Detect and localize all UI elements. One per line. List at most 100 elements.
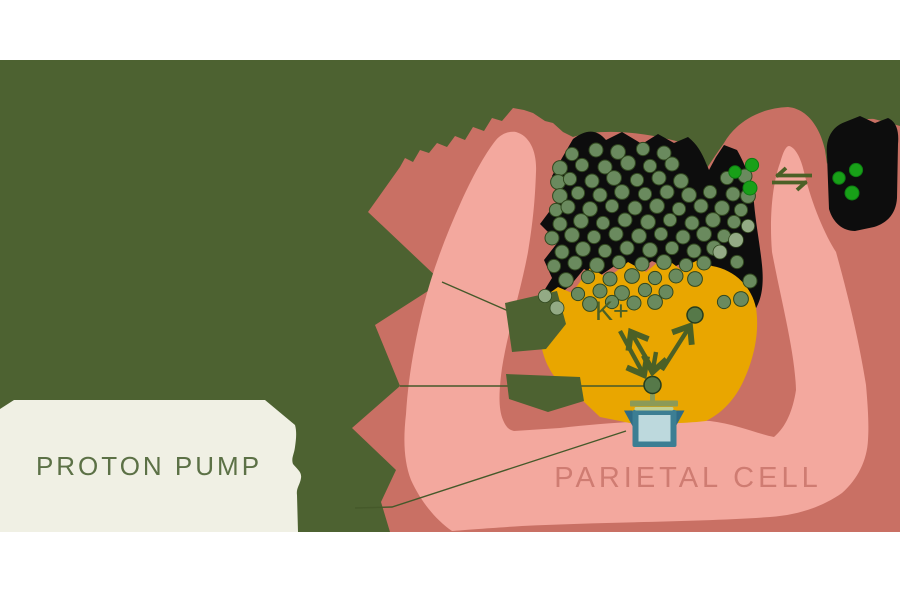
acid-ion-dot	[637, 186, 653, 202]
faded-ion-dot	[728, 232, 744, 248]
acid-ion-dot	[546, 258, 562, 274]
potassium-ion-dots-left	[728, 157, 760, 196]
acid-ion-dot	[705, 212, 721, 228]
acid-ion-dot	[592, 283, 608, 299]
acid-ion-dot	[671, 201, 687, 217]
acid-ion-dot	[550, 174, 566, 190]
faded-ion-dot	[712, 244, 728, 260]
acid-ion-dot	[637, 282, 653, 298]
acid-ion-dot	[562, 171, 578, 187]
transported-ion	[686, 306, 704, 324]
acid-ion-dot	[725, 186, 741, 202]
acid-ion-dot	[614, 285, 630, 301]
acid-ion-dot	[558, 272, 574, 288]
acid-ion-dot	[664, 240, 680, 256]
acid-ion-dot	[606, 170, 622, 186]
arrow-k-in	[618, 329, 650, 380]
acid-ion-dot	[668, 268, 684, 284]
proton-pump-label: PROTON PUMP	[35, 450, 263, 481]
pump-lid-handle-stem	[650, 390, 655, 402]
acid-ion-dot	[614, 184, 630, 200]
potassium-ion-dot	[844, 185, 860, 201]
acid-ion-dot	[681, 187, 697, 203]
acid-ion-dot	[617, 212, 633, 228]
potassium-ion-dot	[832, 171, 846, 185]
acid-ion-dot	[629, 172, 645, 188]
acid-ion-dot	[686, 243, 702, 259]
acid-ion-dot	[564, 146, 580, 162]
acid-ion-dot	[595, 215, 611, 231]
acid-ion-dot	[602, 271, 618, 287]
pump-lid	[630, 400, 678, 407]
leader-line-bottom	[354, 430, 627, 509]
acid-ion-dot	[684, 215, 700, 231]
acid-ion-dot	[714, 200, 730, 216]
pump-right-wing	[676, 410, 685, 426]
acid-ion-dot	[635, 141, 651, 157]
pump-lid-handle-ball	[643, 375, 662, 395]
acid-ion-dot	[611, 254, 627, 270]
potassium-ion-dot	[742, 180, 758, 196]
acid-ion-dot	[570, 286, 586, 302]
acid-ion-dot	[588, 142, 604, 158]
acid-ion-dot	[664, 156, 680, 172]
potassium-ion-dot	[848, 162, 864, 178]
faded-ion-dot	[549, 300, 565, 316]
acid-ion-dot	[662, 212, 678, 228]
acid-ion-dot	[592, 187, 608, 203]
acid-ion-dot	[597, 159, 613, 175]
leader-line-top	[441, 281, 514, 314]
acid-ion-dot	[575, 241, 591, 257]
acid-ion-dot	[649, 198, 665, 214]
acid-ion-dot	[640, 214, 656, 230]
acid-ion-dot	[584, 173, 600, 189]
acid-ion-dot	[580, 269, 596, 285]
acid-ion-dot	[574, 157, 590, 173]
acid-ion-dot	[589, 257, 605, 273]
faded-ion-dot	[741, 218, 756, 233]
acid-ion-dot	[702, 184, 718, 200]
acid-ion-dot	[624, 268, 640, 284]
acid-ion-dot	[564, 227, 580, 243]
acid-ion-dot	[582, 296, 598, 312]
faded-ion-dots	[538, 218, 756, 316]
acid-ion-dot	[582, 201, 598, 217]
acid-ion-dot	[604, 198, 620, 214]
acid-ion-dot	[696, 226, 712, 242]
acid-ion-dot	[647, 294, 663, 310]
parietal-cell-label: PARIETAL CELL	[554, 462, 822, 494]
acid-ion-dot	[634, 256, 650, 272]
acid-ion-dot	[642, 242, 658, 258]
acid-ion-dot	[604, 294, 620, 310]
acid-ion-dot	[651, 170, 667, 186]
acid-ion-dot	[687, 271, 703, 287]
acid-ion-dot	[626, 295, 642, 311]
potassium-label: K+	[595, 296, 629, 326]
acid-ion-dot	[656, 145, 672, 161]
acid-ion-dot	[733, 291, 749, 307]
acid-ion-dot	[647, 270, 663, 286]
acid-ion-dot	[642, 158, 658, 174]
acid-ion-dot	[678, 257, 694, 273]
acid-ion-dot	[656, 254, 672, 270]
harpoon-left-barb	[775, 166, 788, 178]
acid-ion-dot	[548, 202, 564, 218]
pump-lid-rim	[634, 407, 674, 411]
acid-ion-dot	[658, 284, 674, 300]
callout-bubble	[0, 400, 302, 532]
acid-ion-dot	[554, 244, 570, 260]
acid-ion-dot	[693, 198, 709, 214]
acid-ion-dot	[552, 216, 568, 232]
acid-ion-dot	[544, 230, 560, 246]
acid-ion-dot	[597, 243, 613, 259]
harpoon-right-barb	[795, 180, 808, 192]
acid-ion-dot	[620, 155, 636, 171]
ion-exchange-arrows	[618, 321, 695, 380]
faded-ion-dot	[538, 288, 553, 303]
acid-ion-dot	[716, 294, 732, 310]
bottom-letterbox	[0, 532, 900, 600]
canaliculus-lumen-right	[826, 116, 899, 231]
potassium-ion-dot	[728, 165, 742, 179]
pump-left-wing	[624, 410, 633, 426]
